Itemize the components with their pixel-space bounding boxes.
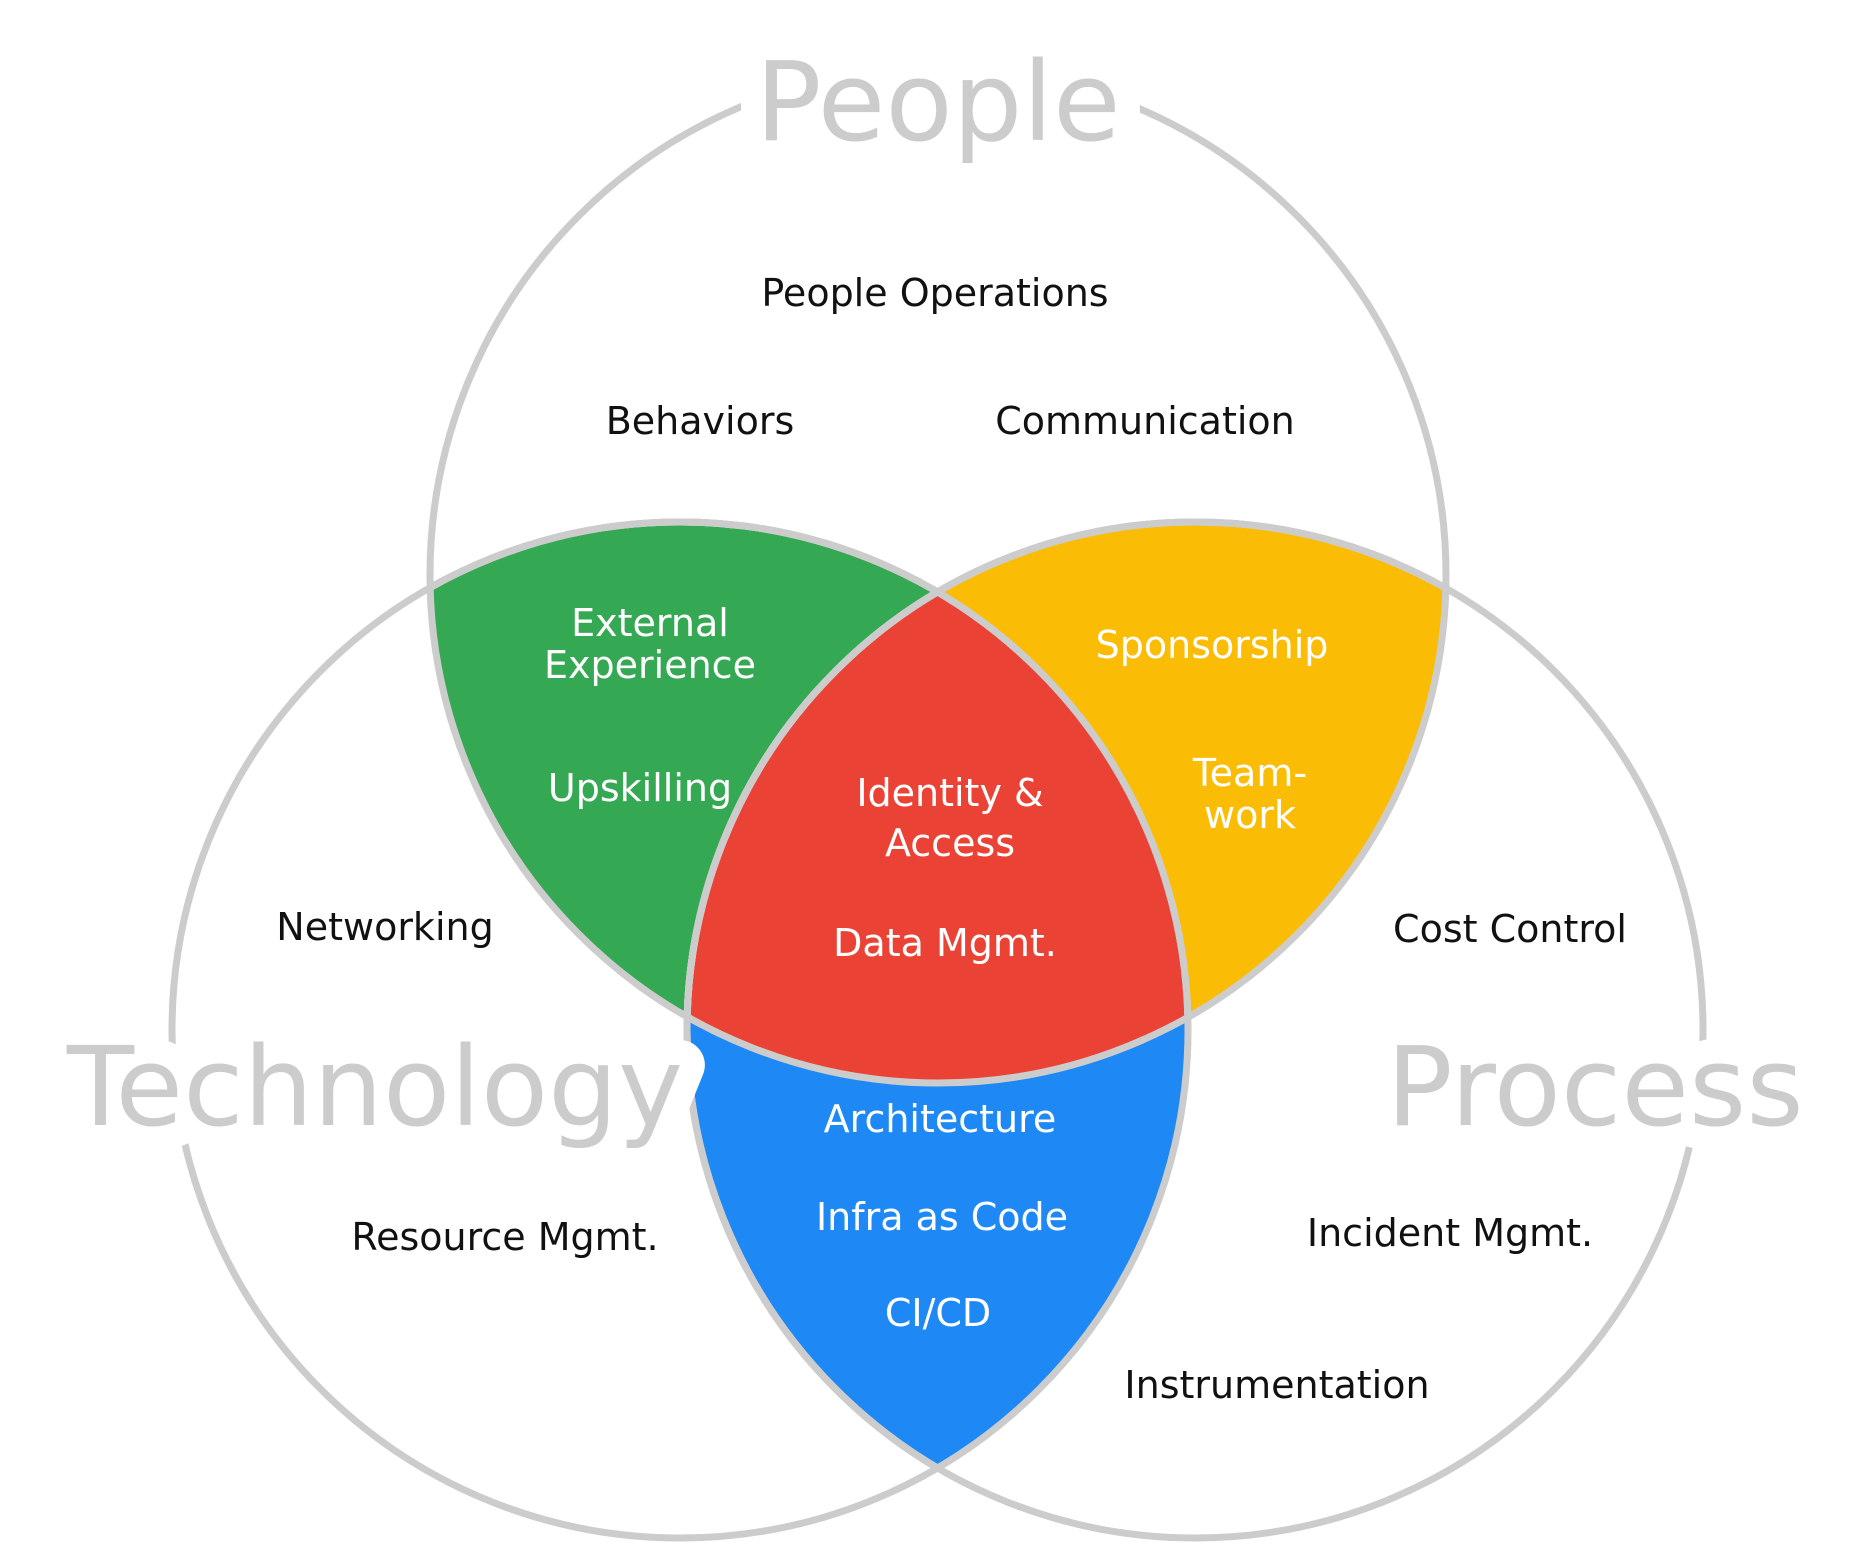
- svg-text:Process: Process: [1386, 1023, 1803, 1151]
- svg-text:Technology: Technology: [66, 1023, 683, 1151]
- all-three-item: Access: [885, 821, 1015, 865]
- people-title: People: [755, 38, 1120, 166]
- process-title: Process: [1386, 1023, 1803, 1151]
- people-technology-item: Upskilling: [548, 766, 732, 810]
- all-three-item: Data Mgmt.: [833, 921, 1057, 965]
- technology-process-item: CI/CD: [885, 1291, 991, 1335]
- people-item: People Operations: [761, 271, 1108, 315]
- people-item: Communication: [995, 399, 1295, 443]
- process-item: Instrumentation: [1124, 1363, 1429, 1407]
- people-process-item: work: [1204, 793, 1296, 837]
- process-item: Cost Control: [1393, 907, 1627, 951]
- people-circle: [426, 63, 1450, 1087]
- people-technology-item: Experience: [544, 643, 756, 687]
- process-item: Incident Mgmt.: [1307, 1211, 1593, 1255]
- all-three-item: Identity &: [856, 771, 1043, 815]
- people-process-item: Team-: [1192, 751, 1307, 795]
- technology-item: Resource Mgmt.: [351, 1215, 658, 1259]
- people-item: Behaviors: [606, 399, 795, 443]
- people-technology-item: External: [571, 601, 729, 645]
- technology-title: Technology: [66, 1023, 683, 1151]
- technology-process-item: Architecture: [824, 1097, 1057, 1141]
- technology-process-item: Infra as Code: [816, 1195, 1068, 1239]
- technology-item: Networking: [276, 905, 493, 949]
- svg-text:People: People: [755, 38, 1120, 166]
- people-process-item: Sponsorship: [1096, 623, 1329, 667]
